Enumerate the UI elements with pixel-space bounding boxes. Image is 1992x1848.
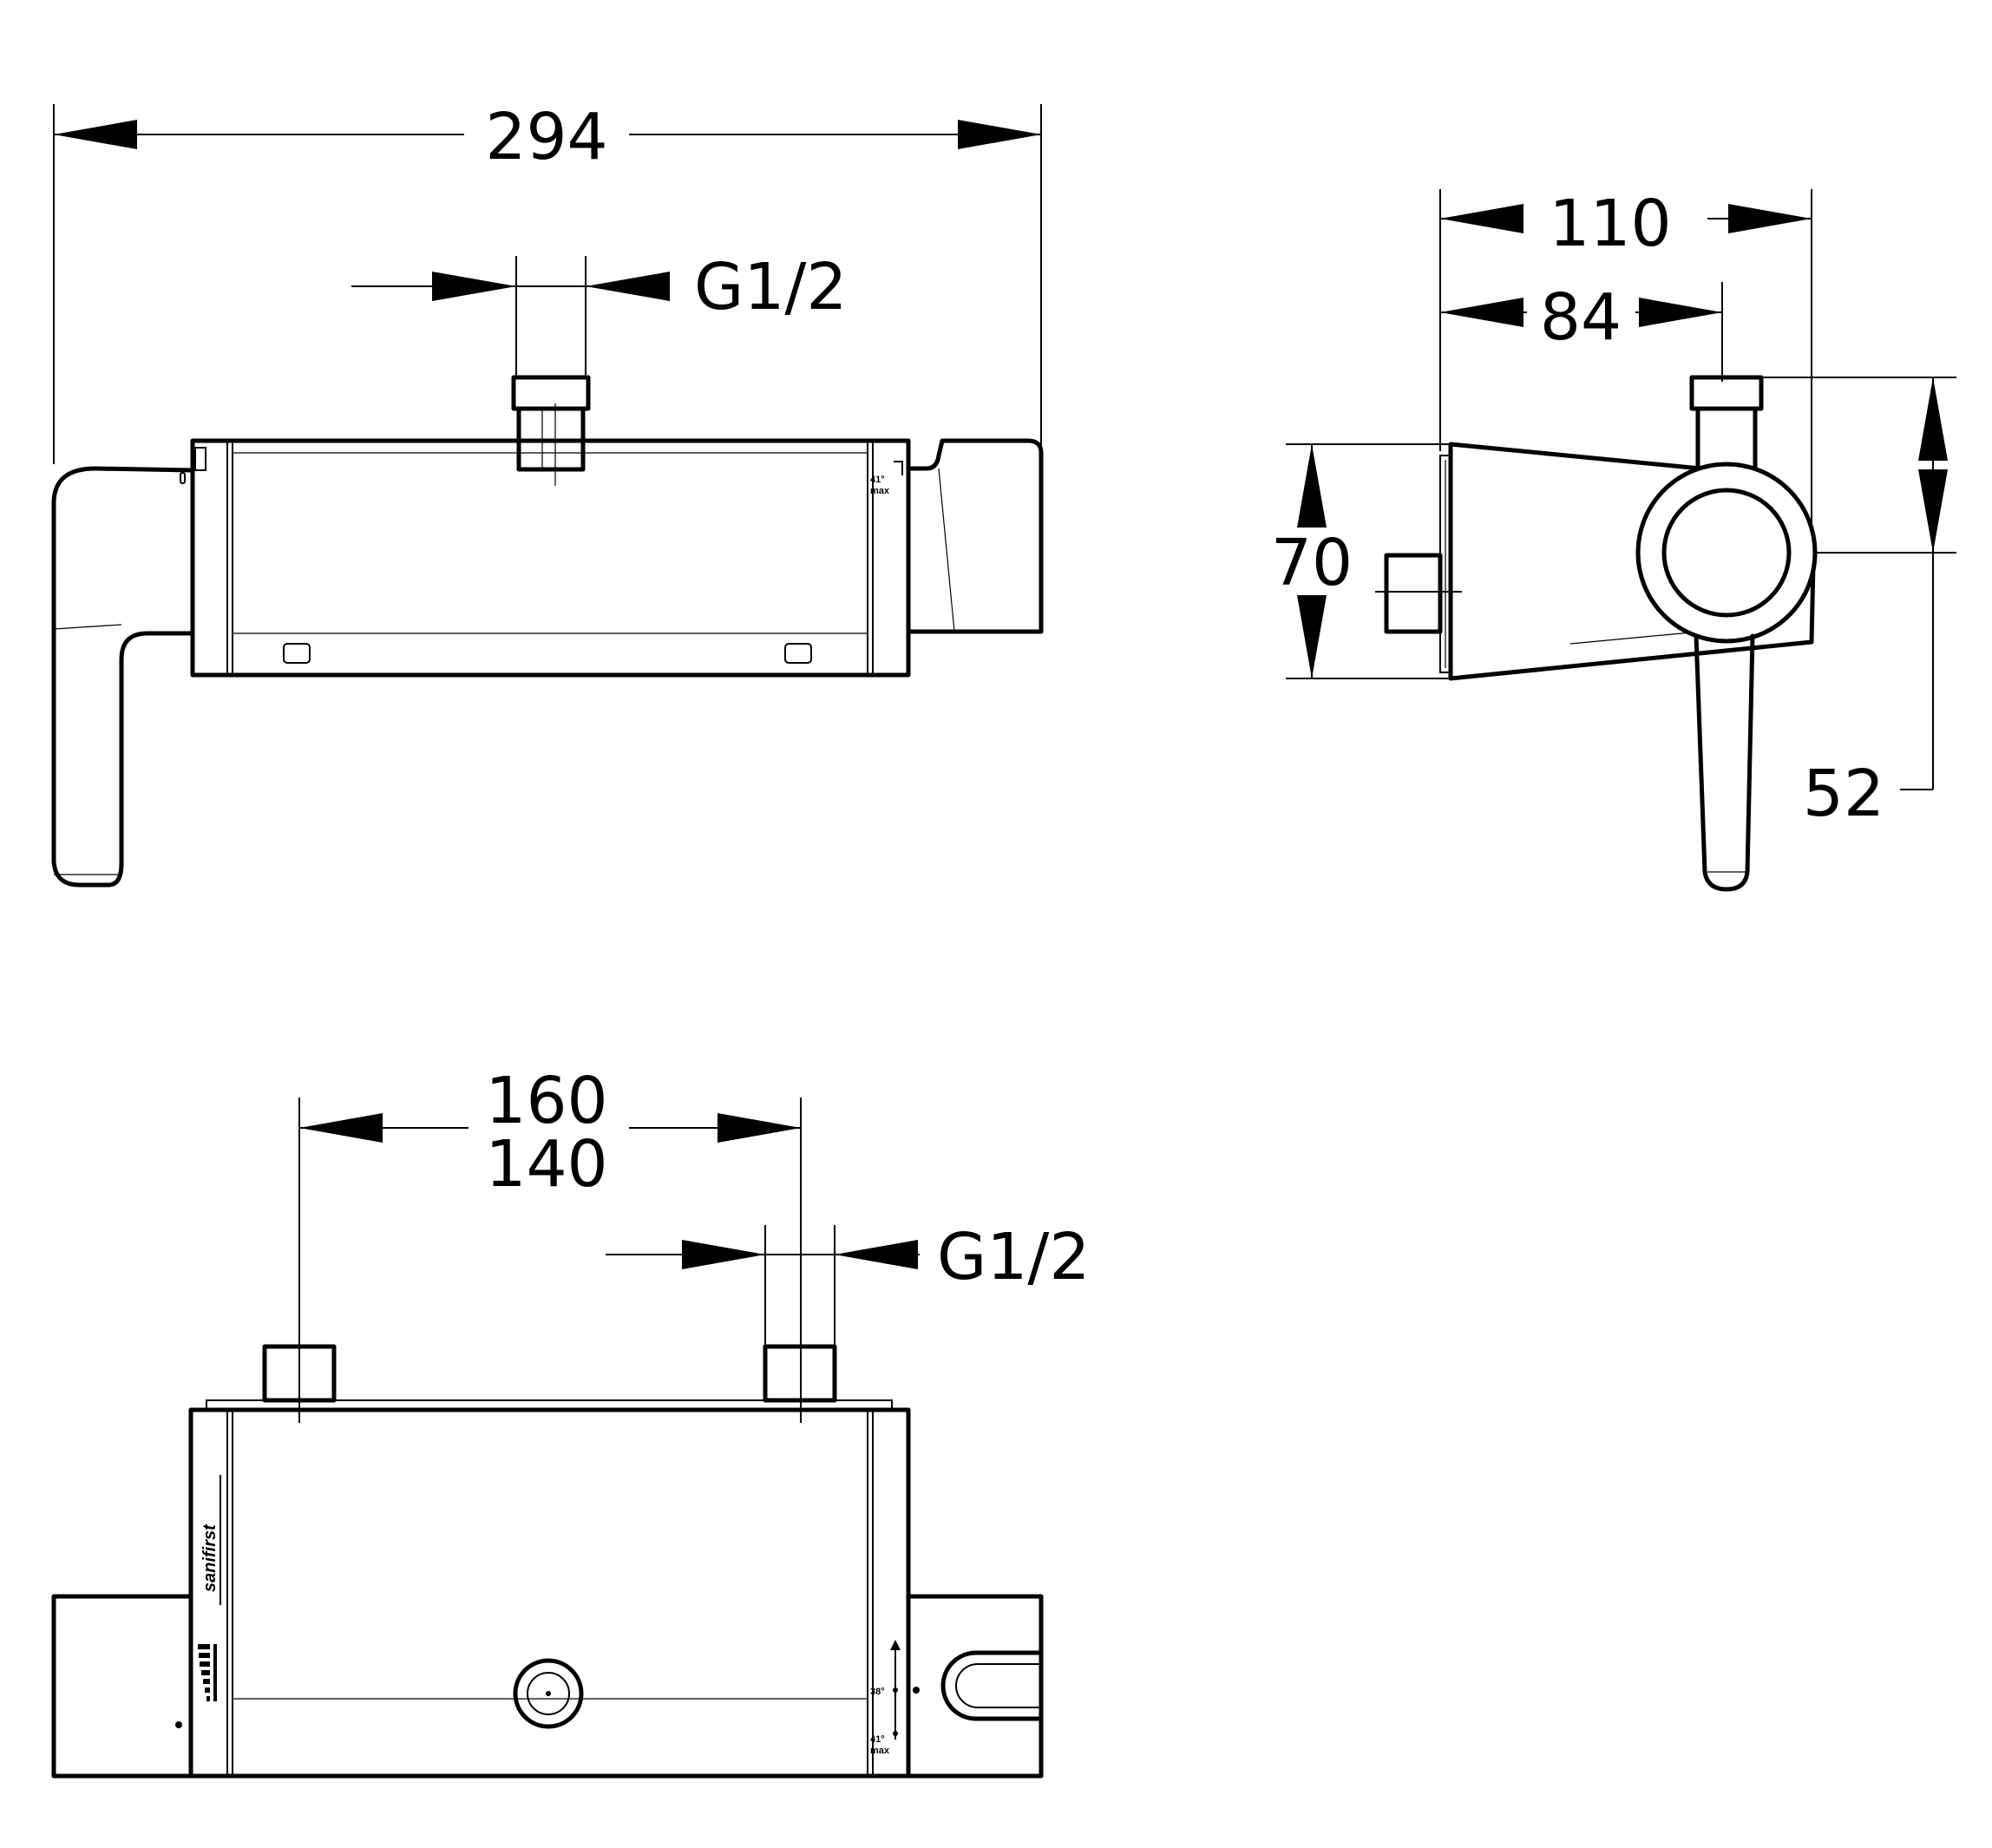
brand-logo: sanifirst bbox=[200, 1524, 220, 1592]
temperature-knob[interactable] bbox=[513, 1658, 584, 1729]
arrow-in-right bbox=[586, 272, 670, 301]
dimension-thread-top: G1/2 bbox=[606, 1220, 1090, 1349]
arrow-left bbox=[1440, 298, 1523, 327]
arrow-in-left bbox=[432, 272, 516, 301]
top-end-cap-left bbox=[51, 1594, 193, 1779]
top-body: sanifirst 38° 41° max bbox=[175, 1407, 911, 1779]
front-view: 294 G1/2 bbox=[51, 100, 1044, 888]
dimension-height: 70 bbox=[1271, 443, 1451, 679]
front-max-mark: max bbox=[870, 486, 890, 496]
dimension-depth-body: 84 bbox=[1440, 280, 1723, 382]
top-connector bbox=[511, 375, 591, 486]
front-end-cap-right bbox=[906, 438, 1044, 634]
front-body: 41° max bbox=[180, 438, 911, 678]
arrow-left bbox=[1440, 204, 1523, 233]
dim-label-84: 84 bbox=[1540, 280, 1622, 355]
dim-label-52: 52 bbox=[1803, 757, 1884, 831]
front-temp-mark: 41° bbox=[870, 475, 885, 485]
arrow-right bbox=[1639, 298, 1722, 327]
arrow-in-right bbox=[835, 1240, 918, 1269]
arrow-left bbox=[299, 1113, 383, 1143]
dimension-handle-offset: 52 bbox=[1714, 377, 1956, 831]
top-end-cap-right bbox=[906, 1594, 1044, 1779]
dim-label-140: 140 bbox=[485, 1127, 607, 1202]
arrow-down bbox=[1297, 595, 1327, 678]
dim-label-thread: G1/2 bbox=[694, 250, 847, 324]
top-max-mark: max bbox=[870, 1746, 890, 1756]
side-view: 110 84 70 52 bbox=[1271, 187, 1956, 892]
dim-label-70: 70 bbox=[1271, 526, 1353, 600]
dim-label-294: 294 bbox=[485, 100, 607, 174]
dim-label-110: 110 bbox=[1549, 187, 1671, 261]
side-lever bbox=[1635, 462, 1818, 892]
arrow-up bbox=[1918, 377, 1948, 461]
dim-label-160: 160 bbox=[485, 1064, 607, 1138]
top-connectors bbox=[206, 1344, 893, 1412]
arrow-left bbox=[54, 120, 137, 149]
top-temp-mark-38: 38° bbox=[870, 1687, 885, 1697]
front-lever-handle bbox=[51, 466, 195, 888]
dimension-spacing: 160 140 bbox=[298, 1064, 802, 1423]
dim-label-thread: G1/2 bbox=[937, 1220, 1090, 1294]
dimension-overall-width: 294 bbox=[53, 100, 1042, 464]
dimension-depth-total: 110 bbox=[1439, 187, 1812, 538]
arrow-down bbox=[1918, 469, 1948, 553]
dimension-thread-front: G1/2 bbox=[351, 250, 847, 377]
arrow-right bbox=[958, 120, 1041, 149]
top-view: 160 140 G1/2 sanifirst bbox=[51, 1064, 1090, 1779]
temperature-scale bbox=[198, 1644, 217, 1701]
side-top-connector bbox=[1689, 375, 1764, 472]
arrow-in-left bbox=[682, 1240, 765, 1269]
top-temp-mark-41: 41° bbox=[870, 1734, 885, 1745]
side-rear-connector bbox=[1375, 455, 1462, 673]
arrow-right bbox=[718, 1113, 801, 1143]
arrow-right bbox=[1728, 204, 1812, 233]
arrow-up bbox=[1297, 444, 1327, 528]
